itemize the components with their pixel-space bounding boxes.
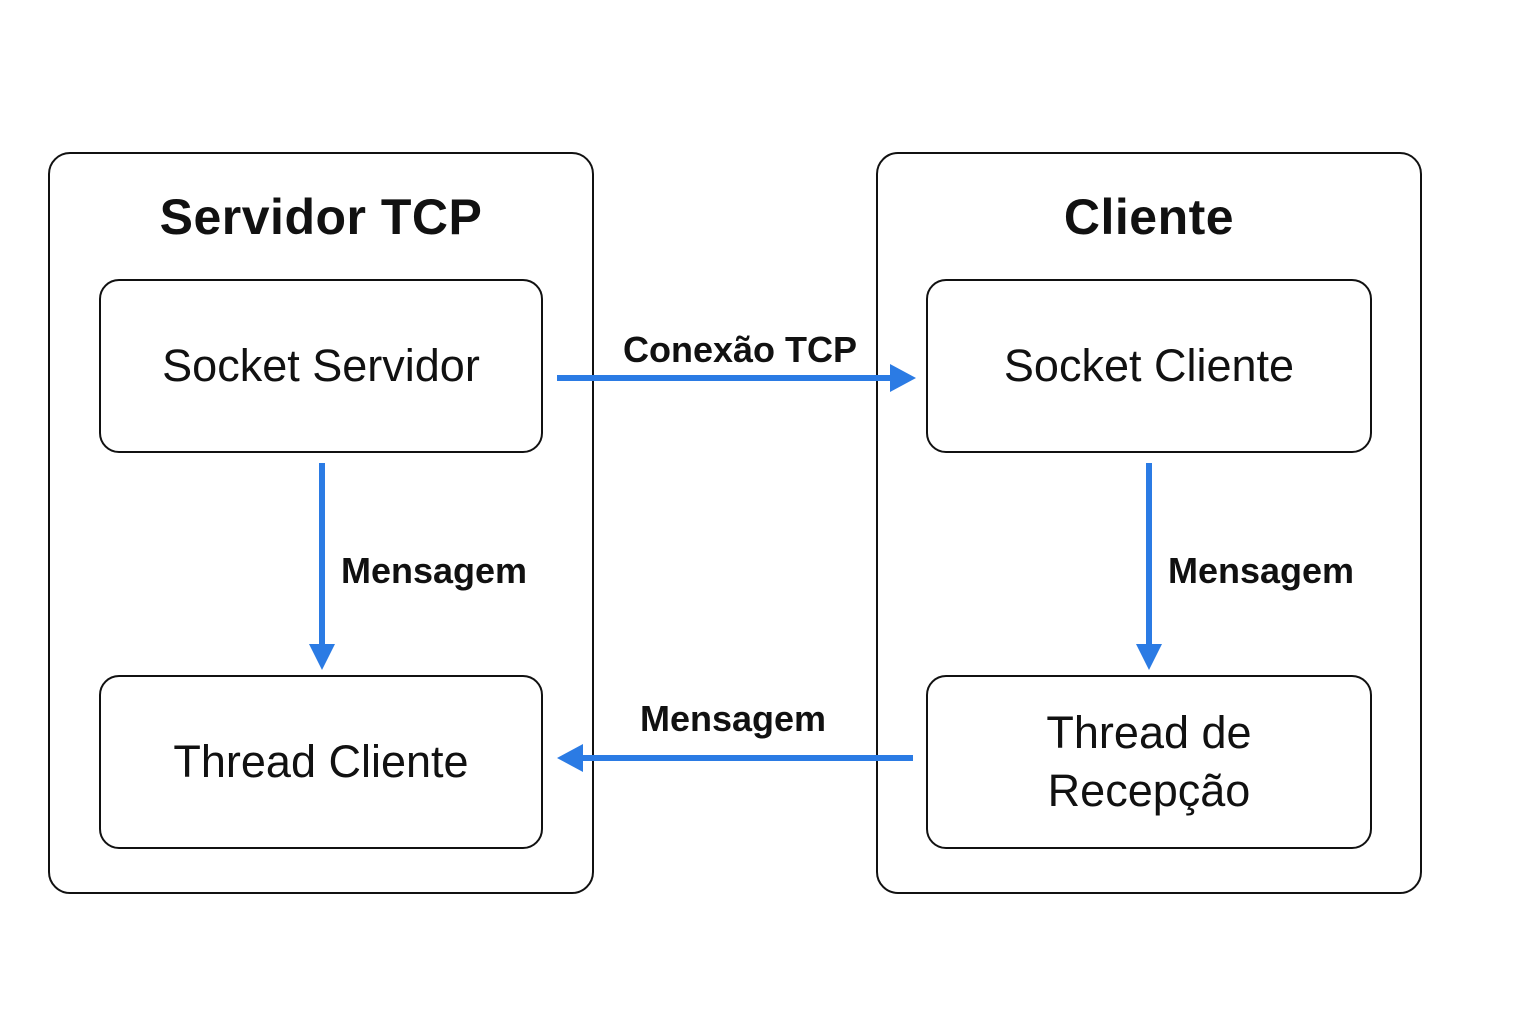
thread-recepcao-node: Thread de Recepção [926, 675, 1372, 849]
client-internal-arrow [1136, 463, 1162, 670]
client-internal-label: Mensagem [1168, 550, 1355, 591]
reply-label: Mensagem [640, 698, 827, 739]
connection-arrow [557, 364, 916, 392]
socket-cliente-node: Socket Cliente [926, 279, 1372, 453]
socket-servidor-node: Socket Servidor [99, 279, 543, 453]
thread-cliente-label: Thread Cliente [173, 735, 469, 787]
socket-servidor-label: Socket Servidor [162, 339, 480, 391]
thread-cliente-node: Thread Cliente [99, 675, 543, 849]
connection-label: Conexão TCP [623, 329, 858, 370]
server-internal-label: Mensagem [341, 550, 528, 591]
server-internal-arrow [309, 463, 335, 670]
thread-recepcao-label: Thread de Recepção [1046, 706, 1252, 817]
socket-cliente-label: Socket Cliente [1003, 339, 1295, 391]
reply-arrow [557, 744, 913, 772]
server-title: Servidor TCP [159, 189, 483, 245]
client-title: Cliente [1063, 189, 1235, 245]
